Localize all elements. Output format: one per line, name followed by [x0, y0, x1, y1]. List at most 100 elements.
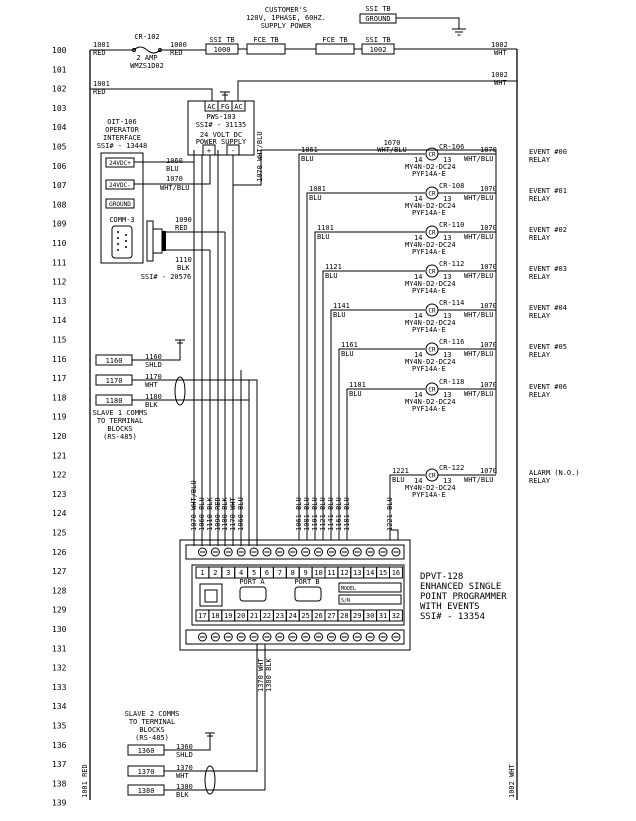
line-number: 100 — [52, 46, 67, 55]
relay-input-wire-label: 1181 — [349, 381, 366, 389]
line-number: 125 — [52, 529, 67, 538]
slave2-wire-1: 1360 — [176, 743, 193, 751]
controller-terminal-number: 20 — [237, 612, 245, 620]
terminal-wire-label: 1070 WHT/BLU — [190, 480, 198, 531]
psu-id: PWS-103 — [206, 113, 236, 121]
relay-output-wire-label: 1070 — [480, 467, 497, 475]
line-number: 116 — [52, 355, 67, 364]
controller-terminal-number: 3 — [226, 569, 230, 577]
relay-event-name: ALARM (N.O.) — [529, 469, 580, 477]
controller-terminal-number: 2 — [213, 569, 217, 577]
bottom-vlabel-1380: 1380 BLK — [265, 657, 273, 692]
slave2-wire-3: 1380 — [176, 783, 193, 791]
relay-event-type: RELAY — [529, 273, 551, 281]
wire-1060-color: BLU — [166, 165, 179, 173]
db9-port-icon — [111, 225, 133, 259]
relay-pin-13: 13 — [443, 477, 451, 485]
relay-pin-13: 13 — [443, 273, 451, 281]
slave1-wire-1: 1160 — [145, 353, 162, 361]
controller-ssi: SSI# - 13354 — [420, 612, 485, 622]
psu-ssi: SSI# - 31135 — [196, 121, 247, 129]
controller-terminal-number: 6 — [265, 569, 269, 577]
relay-output-wire-label: 1070 — [480, 224, 497, 232]
relay-input-wire-label: 1161 — [341, 341, 358, 349]
terminal-wire-label: 1181 BLU — [343, 497, 351, 531]
terminal-wire-label: 1060 BLU — [237, 497, 245, 531]
relay-base: PYF14A-E — [412, 248, 446, 256]
relay-pin-14: 14 — [414, 273, 422, 281]
wire-1060-label: 1060 — [166, 157, 183, 165]
slave1-block-1180-text: 1180 — [106, 397, 123, 405]
terminal-screw-icon — [326, 547, 336, 557]
wire-1090-label: 1090 — [175, 216, 192, 224]
relay-event-name: EVENT #06 — [529, 383, 567, 391]
oit-term-24m: 24VDC- — [109, 182, 131, 189]
fuse-rating: 2 AMP — [136, 54, 157, 62]
slave1-shield-ground-icon — [175, 339, 185, 344]
terminal-wire-label: 1161 BLU — [335, 497, 343, 531]
left-rail-label: 1001 RED — [81, 764, 89, 798]
controller-terminal-number: 27 — [327, 612, 335, 620]
slave1-label-1: SLAVE 1 COMMS — [93, 409, 148, 417]
fuse-part: WMZS1D02 — [130, 62, 164, 70]
relay-output-wire-color: WHT/BLU — [464, 390, 494, 398]
terminal-screw-icon — [223, 632, 233, 642]
terminal-wire-label: 1081 BLU — [303, 497, 311, 531]
line-number: 136 — [52, 741, 67, 750]
slave2-twisted-pair-icon — [204, 765, 216, 795]
slave1-block-1160-text: 1160 — [106, 357, 123, 365]
terminal-screw-icon — [249, 547, 259, 557]
controller-terminal-number: 23 — [276, 612, 284, 620]
relay-output-wire-color: WHT/BLU — [464, 233, 494, 241]
fce-tb-1-label: FCE TB — [253, 36, 278, 44]
wire-1110-label: 1110 — [175, 256, 192, 264]
relay-output-wire-color: WHT/BLU — [464, 155, 494, 163]
relay-cr-label: CR-122 — [439, 464, 464, 472]
wire-1001-color: RED — [93, 49, 106, 57]
fce-terminal-2 — [315, 43, 355, 55]
relay-event-name: EVENT #00 — [529, 148, 567, 156]
line-number: 137 — [52, 760, 67, 769]
wire-1070-bus — [232, 149, 497, 474]
relay-event-type: RELAY — [529, 391, 551, 399]
oit-ssi: SSI# - 13448 — [97, 142, 148, 150]
terminal-screw-icon — [339, 632, 349, 642]
terminal-1000-value: 1000 — [214, 46, 231, 54]
terminal-screw-icon — [249, 632, 259, 642]
terminal-screw-icon — [236, 547, 246, 557]
wire-trunk — [193, 150, 258, 546]
controller-terminal-number: 12 — [340, 569, 348, 577]
relay-input-wire-label: 1121 — [325, 263, 342, 271]
line-number: 107 — [52, 181, 67, 190]
line-number-column: 1001011021031041051061071081091101111121… — [52, 46, 67, 808]
line-number: 109 — [52, 220, 67, 229]
line-number: 121 — [52, 451, 67, 460]
terminal-screw-icon — [352, 632, 362, 642]
relay-pin-13: 13 — [443, 234, 451, 242]
relay-input-wire-label: 1081 — [309, 185, 326, 193]
fuse-cr-label: CR-102 — [134, 33, 159, 41]
relay-model: MY4N-D2-DC24 — [405, 202, 456, 210]
relay-output-wire-label: 1070 — [480, 381, 497, 389]
terminal-screw-icon — [365, 632, 375, 642]
line-number: 127 — [52, 567, 67, 576]
terminal-screw-icon — [197, 632, 207, 642]
psu-desc-1: 24 VOLT DC — [200, 131, 242, 139]
relay-event-type: RELAY — [529, 234, 551, 242]
fuse-pin-a — [132, 48, 136, 52]
oit-name-2: INTERFACE — [103, 134, 141, 142]
slave2-block-1360-text: 1360 — [138, 747, 155, 755]
controller-terminal-number: 16 — [392, 569, 400, 577]
serial-tag-text: S/N — [341, 598, 350, 604]
model-tag-text: MODEL — [341, 586, 356, 592]
controller-name-4: WITH EVENTS — [420, 602, 480, 612]
ground-tb-value: GROUND — [365, 15, 390, 23]
controller-name-3: POINT PROGRAMMER — [420, 592, 507, 602]
